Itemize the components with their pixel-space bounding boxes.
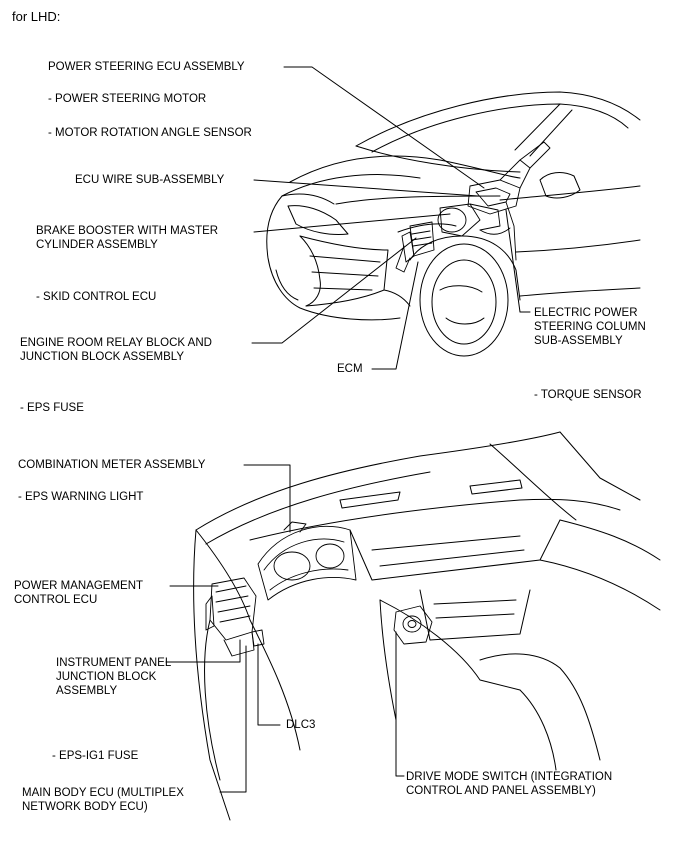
label-torque-sensor: - TORQUE SENSOR <box>534 389 642 401</box>
label-eps-warning-light: - EPS WARNING LIGHT <box>18 491 144 503</box>
label-skid-control-ecu: - SKID CONTROL ECU <box>36 291 157 303</box>
label-engine-room-relay-block: ENGINE ROOM RELAY BLOCK AND JUNCTION BLO… <box>20 337 212 363</box>
label-motor-rotation-angle-sensor: - MOTOR ROTATION ANGLE SENSOR <box>48 127 252 139</box>
page-title: for LHD: <box>12 9 61 24</box>
dashboard-outline <box>193 431 661 821</box>
label-drive-mode-switch: DRIVE MODE SWITCH (INTEGRATION CONTROL A… <box>406 771 613 797</box>
engine-bay-components <box>395 141 551 273</box>
leader-lines-bottom <box>165 464 405 793</box>
label-electric-power-steering-column: ELECTRIC POWER STEERING COLUMN SUB-ASSEM… <box>534 307 646 347</box>
label-power-steering-motor: - POWER STEERING MOTOR <box>48 93 207 105</box>
label-instrument-panel-junction-block: INSTRUMENT PANEL JUNCTION BLOCK ASSEMBLY <box>56 657 172 697</box>
drive-mode-switch-shape <box>393 605 433 645</box>
ecu-junction-block-shape <box>205 577 265 657</box>
label-main-body-ecu: MAIN BODY ECU (MULTIPLEX NETWORK BODY EC… <box>22 787 184 813</box>
label-ecu-wire-sub-assembly: ECU WIRE SUB-ASSEMBLY <box>75 174 225 186</box>
car-exterior-outline <box>266 91 641 357</box>
label-power-management-control-ecu: POWER MANAGEMENT CONTROL ECU <box>14 580 144 606</box>
label-power-steering-ecu-assembly: POWER STEERING ECU ASSEMBLY <box>48 61 245 73</box>
label-ecm: ECM <box>337 363 363 375</box>
label-dlc3: DLC3 <box>286 719 316 731</box>
leader-lines-top <box>251 66 531 370</box>
label-eps-fuse: - EPS FUSE <box>20 402 84 414</box>
label-brake-booster: BRAKE BOOSTER WITH MASTER CYLINDER ASSEM… <box>36 225 219 251</box>
label-eps-ig1-fuse: - EPS-IG1 FUSE <box>52 750 139 762</box>
label-combination-meter-assembly: COMBINATION METER ASSEMBLY <box>18 459 206 471</box>
combination-meter-shape <box>257 521 357 601</box>
